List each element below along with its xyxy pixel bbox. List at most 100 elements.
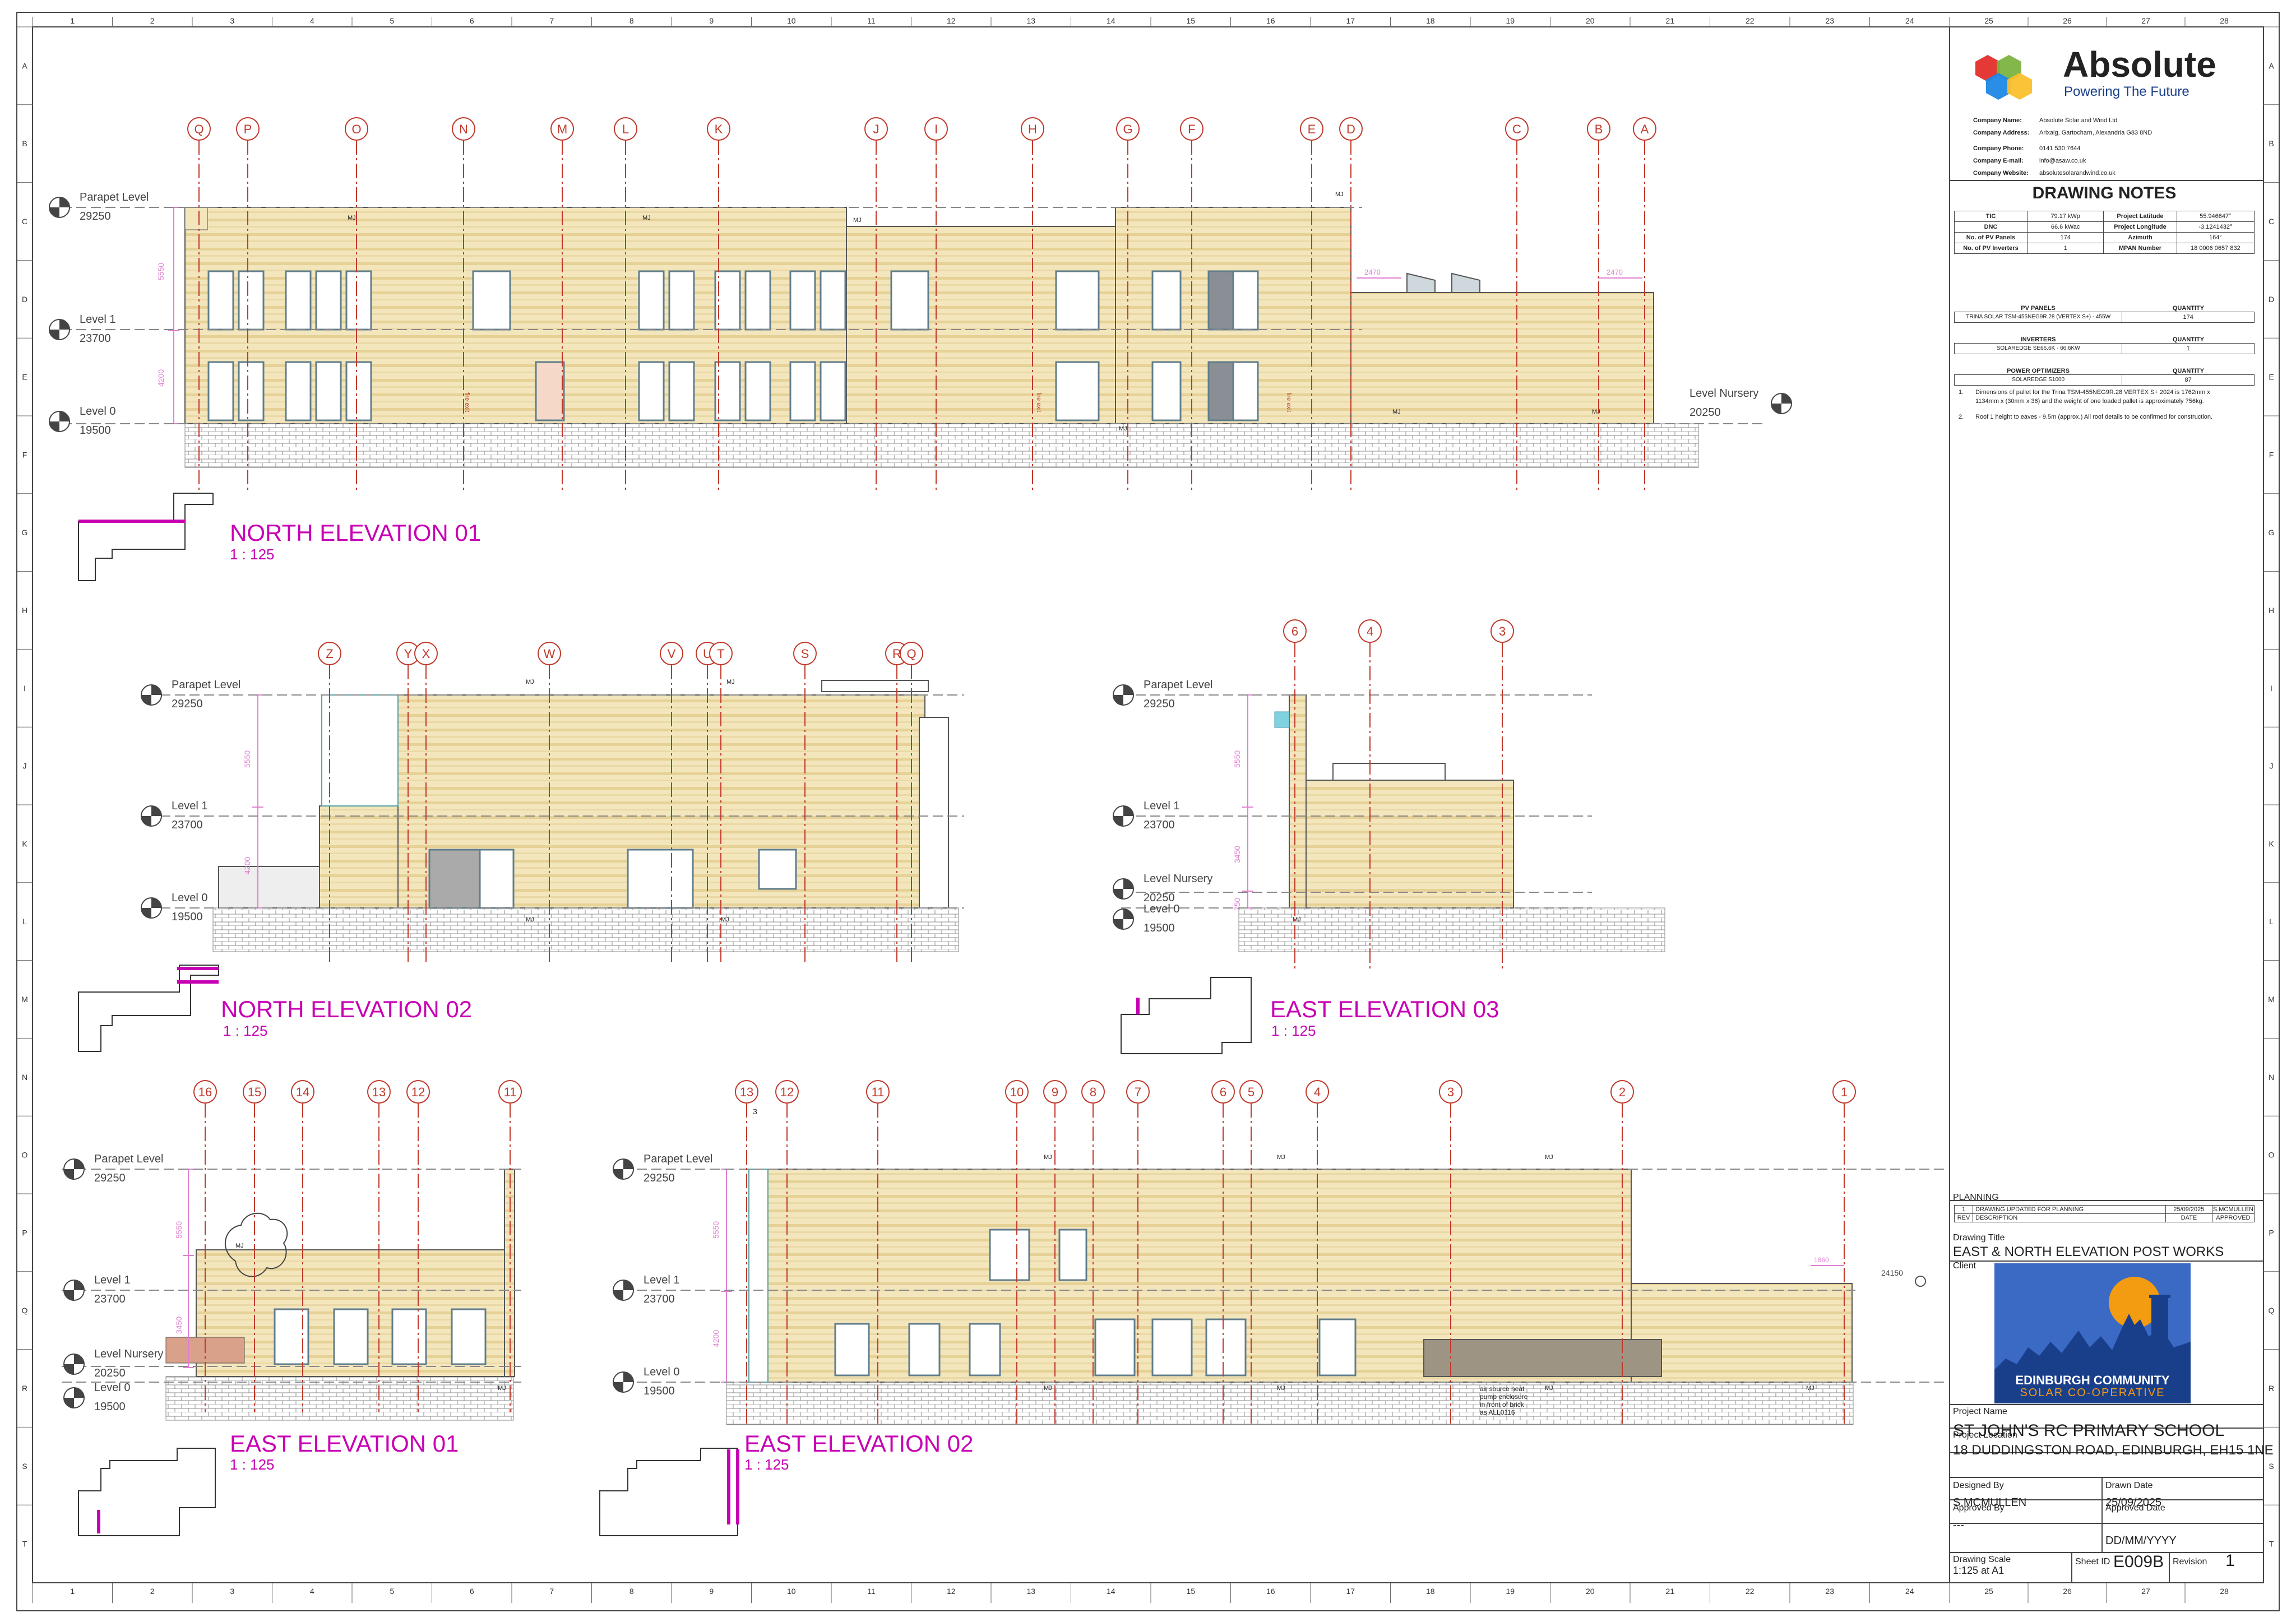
grid-col-bottom-20: 20 bbox=[1586, 1587, 1595, 1596]
grid-col-bottom-4: 4 bbox=[310, 1587, 314, 1596]
gridline-16: 16 bbox=[193, 1080, 217, 1412]
outer-border bbox=[16, 12, 2280, 1611]
svg-text:MJ: MJ bbox=[1119, 425, 1127, 432]
grid-col-top-5: 5 bbox=[390, 16, 394, 25]
glazed-stair bbox=[321, 694, 399, 807]
grid-row-left-E: E bbox=[22, 373, 27, 382]
svg-text:MJ: MJ bbox=[853, 217, 862, 224]
grid-row-right-N: N bbox=[2269, 1073, 2274, 1082]
svg-text:MJ: MJ bbox=[1277, 1385, 1285, 1392]
level-value: 23700 bbox=[80, 332, 111, 345]
grid-row-right-T: T bbox=[2269, 1540, 2274, 1549]
approved-date: DD/MM/YYYY bbox=[2105, 1535, 2177, 1547]
windows-east02 bbox=[834, 1229, 1357, 1377]
grid-col-top-19: 19 bbox=[1506, 16, 1515, 25]
grid-bubble-label: N bbox=[459, 122, 468, 136]
drawing-notes-title: DRAWING NOTES bbox=[2032, 184, 2177, 202]
grid-row-right-L: L bbox=[2269, 917, 2274, 926]
gridline-11: 11 bbox=[498, 1080, 522, 1412]
level-value: 19500 bbox=[172, 911, 203, 923]
grid-row-left-S: S bbox=[22, 1462, 27, 1471]
glazed-edge bbox=[748, 1169, 769, 1383]
grid-bubble-label: Y bbox=[404, 647, 413, 661]
svg-text:MJ: MJ bbox=[1392, 409, 1401, 415]
ashp-enclosure bbox=[1423, 1339, 1662, 1377]
tree-outline bbox=[225, 1212, 288, 1277]
grid-col-bottom-5: 5 bbox=[390, 1587, 394, 1596]
grid-bubble-label: M bbox=[557, 122, 567, 136]
grid-bubble-label: E bbox=[1308, 122, 1316, 136]
grid-row-left-A: A bbox=[22, 61, 27, 70]
gridline-I: I bbox=[924, 117, 948, 490]
gridline-12: 12 bbox=[775, 1080, 799, 1424]
level-lines-east01 bbox=[62, 1169, 521, 1383]
grid-col-top-6: 6 bbox=[470, 16, 474, 25]
level-marker-24150 bbox=[1915, 1276, 1926, 1287]
grid-bubble-label: R bbox=[892, 647, 901, 661]
sheet-id: E009B bbox=[2113, 1553, 2164, 1571]
grid-col-bottom-6: 6 bbox=[470, 1587, 474, 1596]
level-name: Level Nursery bbox=[94, 1348, 163, 1360]
grid-col-top-22: 22 bbox=[1746, 16, 1755, 25]
level-value: 23700 bbox=[1144, 819, 1175, 831]
building-mass-low bbox=[1631, 1283, 1853, 1383]
grid-row-left-J: J bbox=[23, 762, 27, 771]
grid-col-bottom-14: 14 bbox=[1107, 1587, 1115, 1596]
level-name: Level 1 bbox=[80, 313, 116, 326]
grid-bubble-label: 15 bbox=[248, 1085, 261, 1099]
svg-text:MJ: MJ bbox=[526, 679, 534, 685]
gridline-Y: Y bbox=[396, 642, 420, 965]
grid-bubble-label: 12 bbox=[780, 1085, 794, 1099]
dim-3450: 3450 bbox=[174, 1317, 183, 1334]
level-value: 20250 bbox=[1689, 406, 1721, 419]
level-name: Level 1 bbox=[172, 800, 208, 812]
grid-bubble-label: A bbox=[1641, 122, 1649, 136]
client-logo-line1: EDINBURGH COMMUNITY bbox=[2015, 1373, 2170, 1387]
level-value: 19500 bbox=[94, 1401, 126, 1413]
grid-col-top-21: 21 bbox=[1665, 16, 1674, 25]
grid-bubble-label: K bbox=[715, 122, 723, 136]
level-name: Parapet Level bbox=[1144, 679, 1212, 691]
level-name: Level Nursery bbox=[1144, 873, 1212, 885]
level-lines-east02 bbox=[622, 1169, 1945, 1383]
grid-col-top-18: 18 bbox=[1426, 16, 1435, 25]
grid-bubble-label: Z bbox=[326, 647, 333, 661]
grid-row-right-A: A bbox=[2269, 61, 2274, 70]
grid-row-left-O: O bbox=[22, 1151, 28, 1160]
grid-col-top-10: 10 bbox=[787, 16, 796, 25]
grid-col-top-2: 2 bbox=[150, 16, 155, 25]
grid-col-bottom-22: 22 bbox=[1746, 1587, 1755, 1596]
level-name: Level 0 bbox=[644, 1366, 680, 1378]
revision-label: Revision bbox=[2173, 1557, 2207, 1567]
title-east-elevation-01: EAST ELEVATION 01 bbox=[230, 1430, 459, 1457]
grid-bubble-label: W bbox=[544, 647, 556, 661]
ground-brick bbox=[184, 423, 1699, 468]
brand-tagline: Powering The Future bbox=[2064, 84, 2189, 99]
gridline-H: H bbox=[1021, 117, 1044, 490]
gridline-D: D bbox=[1339, 117, 1363, 490]
grid-col-top-11: 11 bbox=[867, 16, 876, 25]
grid-bubble-label: 9 bbox=[1052, 1085, 1058, 1099]
grid-col-top-14: 14 bbox=[1107, 16, 1115, 25]
gridline-K: K bbox=[707, 117, 730, 490]
grid-row-right-Q: Q bbox=[2269, 1306, 2275, 1315]
drawing-scale: 1:125 at A1 bbox=[1953, 1565, 2005, 1576]
gridline-3: 3 bbox=[1490, 619, 1514, 970]
windows-lower bbox=[207, 361, 1259, 421]
planning-label: PLANNING bbox=[1953, 1193, 1999, 1202]
gridline-J: J bbox=[864, 117, 888, 490]
svg-text:MJ: MJ bbox=[1044, 1154, 1052, 1161]
grid-bubble-label: D bbox=[1346, 122, 1355, 136]
